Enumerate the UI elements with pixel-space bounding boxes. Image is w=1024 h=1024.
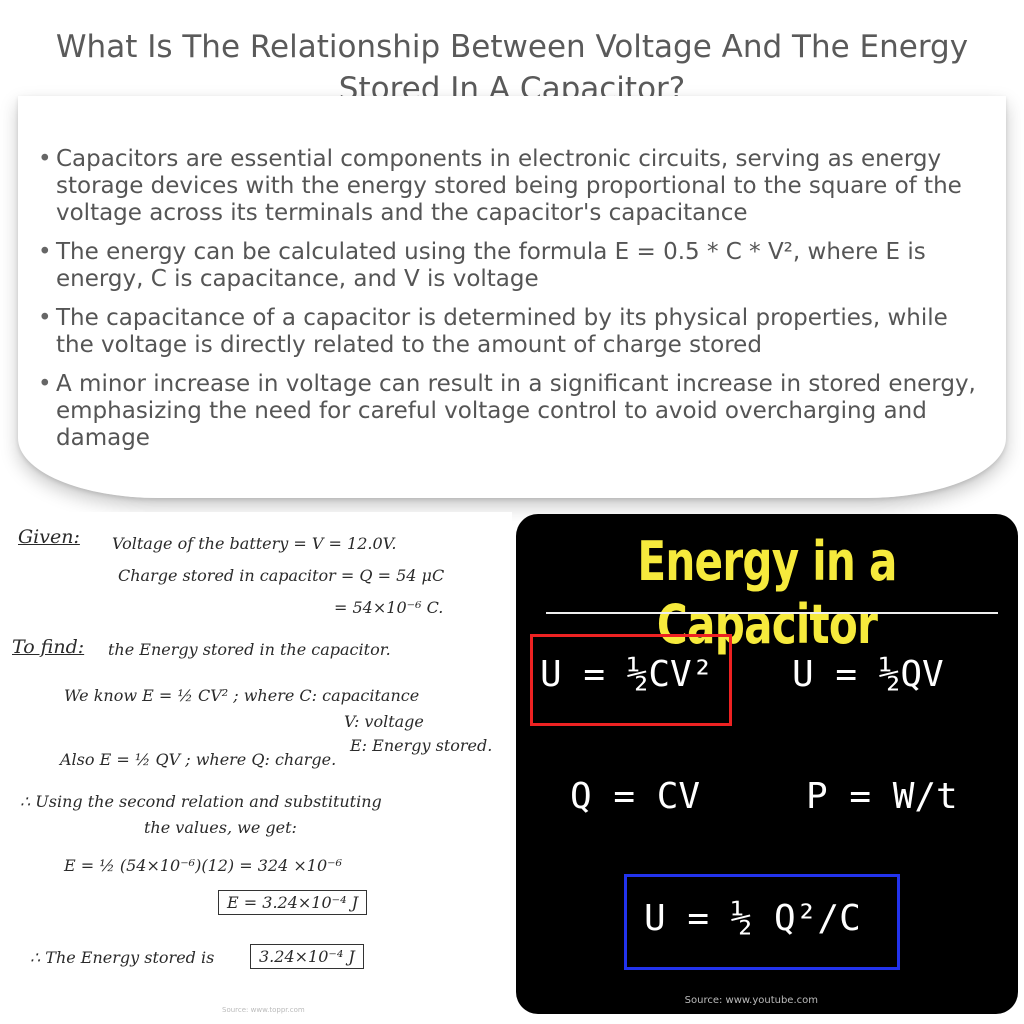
final-statement: ∴ The Energy stored is xyxy=(30,948,215,967)
board-source: Source: www.youtube.com xyxy=(684,995,818,1006)
given-line-voltage: Voltage of the battery = V = 12.0V. xyxy=(112,534,397,553)
def-energy: E: Energy stored. xyxy=(350,736,493,755)
bullet-item: The capacitance of a capacitor is determ… xyxy=(38,305,988,359)
result-box: E = 3.24×10⁻⁴ J xyxy=(218,890,368,915)
def-voltage: V: voltage xyxy=(344,712,424,731)
highlight-box-red xyxy=(530,634,732,726)
given-line-charge-si: = 54×10⁻⁶ C. xyxy=(334,598,444,617)
summary-card: Capacitors are essential components in e… xyxy=(18,96,1006,498)
to-find-text: the Energy stored in the capacitor. xyxy=(108,640,391,659)
equation-u-qv: U = ½QV xyxy=(792,654,944,695)
using-relation: ∴ Using the second relation and substitu… xyxy=(20,792,382,811)
final-value: 3.24×10⁻⁴ J xyxy=(250,944,364,969)
board-title: Energy in a Capacitor xyxy=(637,530,897,656)
equation-u-cv2: U = ½CV² xyxy=(540,654,714,695)
formula-we-know: We know E = ½ CV² ; where C: capacitance xyxy=(64,686,420,705)
equation-u-q2c: U = ½ Q²/C xyxy=(644,898,861,939)
bullet-item: A minor increase in voltage can result i… xyxy=(38,371,988,452)
page-title: What Is The Relationship Between Voltage… xyxy=(55,29,969,107)
highlight-box-blue xyxy=(624,874,900,970)
calculation: E = ½ (54×10⁻⁶)(12) = 324 ×10⁻⁶ xyxy=(64,856,342,875)
values-text: the values, we get: xyxy=(144,818,297,837)
bullet-item: The energy can be calculated using the f… xyxy=(38,239,988,293)
blackboard-image: Energy in a Capacitor U = ½CV² U = ½QV Q… xyxy=(516,514,1018,1014)
equation-p-wt: P = W/t xyxy=(806,776,958,817)
handwritten-solution-image: Given: Voltage of the battery = V = 12.0… xyxy=(0,512,512,1016)
formula-also: Also E = ½ QV ; where Q: charge. xyxy=(60,750,337,769)
board-divider xyxy=(546,612,998,614)
card-fade xyxy=(18,468,1006,498)
left-image-source: Source: www.toppr.com xyxy=(222,1006,305,1014)
given-label: Given: xyxy=(18,526,80,548)
bullet-list: Capacitors are essential components in e… xyxy=(38,146,988,464)
to-find-label: To find: xyxy=(12,636,85,658)
given-line-charge: Charge stored in capacitor = Q = 54 μC xyxy=(118,566,445,585)
equation-q-cv: Q = CV xyxy=(570,776,701,817)
bullet-item: Capacitors are essential components in e… xyxy=(38,146,988,227)
